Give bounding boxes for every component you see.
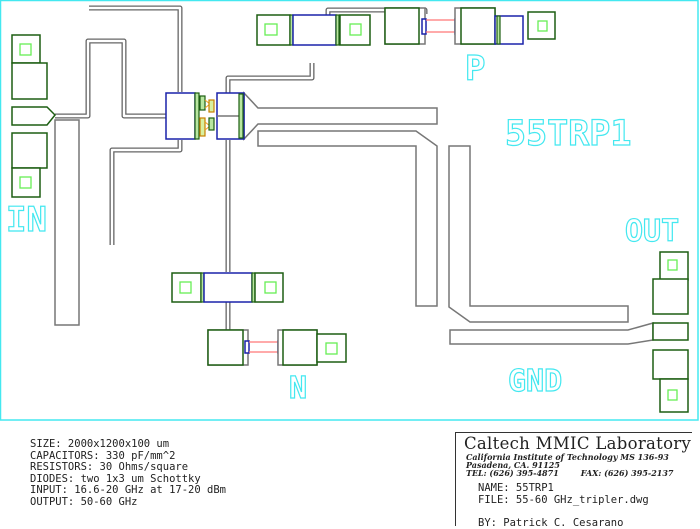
label-gnd: GND (508, 364, 562, 399)
output-feed (449, 322, 654, 345)
top-capacitor (256, 14, 371, 46)
title-block: Caltech MMIC Laboratory California Insti… (455, 432, 692, 529)
spec-list: SIZE: 2000x1200x100 um CAPACITORS: 330 p… (30, 438, 226, 509)
spec-output: OUTPUT: 50-60 GHz (30, 495, 138, 508)
label-n: N (289, 371, 307, 406)
bottom-capacitor (171, 272, 284, 303)
n-bias-network (207, 329, 347, 366)
drawing-file: FILE: 55-60 GHz_tripler.dwg (478, 494, 649, 506)
stub-2 (448, 145, 629, 323)
output-pads (652, 251, 689, 413)
p-bias-network (384, 7, 556, 45)
label-in: IN (6, 200, 47, 240)
drawing-author: BY: Patrick C. Cesarano (478, 517, 624, 529)
contact-line: TEL: (626) 395-4871 FAX: (626) 395-2137 (466, 469, 692, 477)
input-pads (11, 34, 57, 198)
spec-capacitors: CAPACITORS: 330 pF/mm^2 (30, 449, 176, 462)
label-p: P (465, 49, 485, 89)
spec-resistors: RESISTORS: 30 Ohms/square (30, 461, 189, 474)
tel: TEL: (626) 395-4871 (466, 468, 559, 478)
spec-diodes: DIODES: two 1x3 um Schottky (30, 472, 201, 485)
address-line-2: Pasadena, CA. 91125 (466, 460, 560, 470)
spec-size: SIZE: 2000x1200x100 um (30, 438, 170, 450)
diode-pair (165, 92, 245, 140)
drawing-name: NAME: 55TRP1 (478, 482, 554, 494)
address-line-1: California Institute of Technology MS 13… (466, 452, 669, 462)
fax: FAX: (626) 395-2137 (580, 468, 674, 478)
chip-border (0, 0, 699, 421)
lab-name: Caltech MMIC Laboratory (464, 434, 692, 453)
bias-lines (55, 5, 428, 330)
spec-input: INPUT: 16.6-20 GHz at 17-20 dBm (30, 484, 226, 497)
stub-1 (257, 130, 438, 307)
input-stub (54, 119, 80, 326)
label-out: OUT (625, 214, 679, 249)
chip-name-label: 55TRP1 (505, 114, 631, 154)
